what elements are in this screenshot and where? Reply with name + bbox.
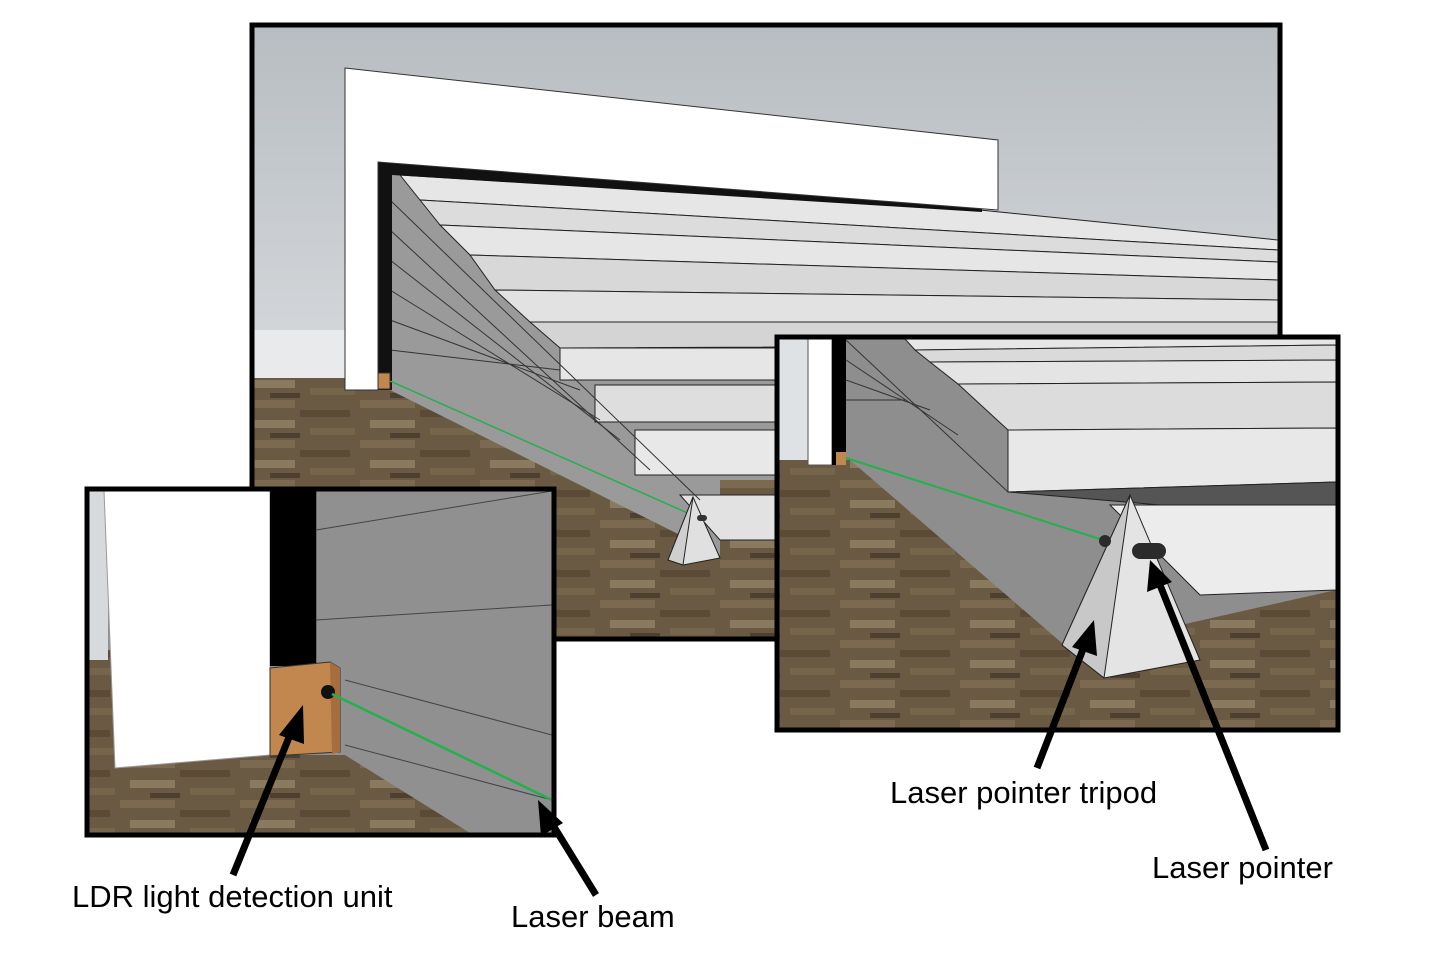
ldr-box-small: [377, 372, 391, 390]
ldr-sensor: [321, 685, 335, 699]
tripod-label: Laser pointer tripod: [890, 775, 1158, 810]
arrow-icon: [229, 560, 1270, 897]
laser-beam-label: Laser beam: [511, 899, 675, 934]
ldr-inset: [89, 491, 552, 833]
white-wall-inset: [103, 491, 271, 769]
main-frame: [249, 22, 1283, 642]
white-wall: [344, 67, 999, 391]
laser-beam-line: [389, 380, 693, 516]
laser-pointer-label: Laser pointer: [1152, 850, 1333, 885]
laser-beam-inset: [331, 692, 552, 802]
left-inset-frame: [84, 486, 557, 838]
stairs: [398, 174, 1278, 541]
right-inset-frame: [774, 334, 1341, 733]
tripod-inset: [779, 339, 1336, 728]
laser-pointer-body: [1132, 543, 1166, 559]
ldr-unit-label: LDR light detection unit: [72, 879, 393, 914]
ldr-box: [269, 661, 341, 757]
laser-beam-right: [845, 457, 1104, 541]
